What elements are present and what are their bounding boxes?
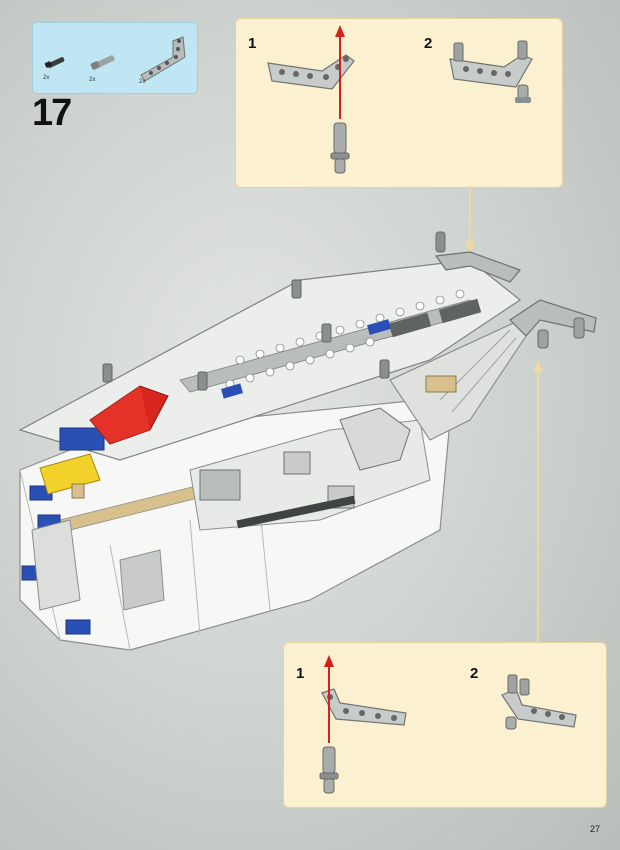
callout-connector-lines bbox=[465, 186, 543, 642]
l-beam-icon bbox=[140, 36, 186, 82]
deck-pins bbox=[102, 279, 390, 391]
callout-bottom-art bbox=[319, 655, 577, 794]
part-qty-pin: 2x bbox=[43, 75, 50, 81]
callout-top: 1 2 bbox=[235, 18, 563, 188]
axle-pin-icon bbox=[90, 55, 115, 70]
callout-bottom-beam-2 bbox=[501, 674, 577, 730]
callout-top-step-1-label: 1 bbox=[248, 35, 257, 52]
cockpit-section bbox=[39, 385, 169, 499]
callout-top-beam-2 bbox=[449, 40, 533, 103]
callout-bottom-insert-arrow bbox=[324, 655, 334, 743]
part-qty-axle-pin: 2x bbox=[89, 77, 96, 83]
pin-icon bbox=[44, 57, 65, 68]
page-number: 27 bbox=[589, 824, 600, 834]
wing-arm-assembly bbox=[389, 231, 597, 441]
callout-bottom: 1 2 bbox=[283, 642, 607, 808]
callout-top-step-2-label: 2 bbox=[424, 35, 433, 52]
step-number: 17 bbox=[32, 92, 72, 134]
upper-deck bbox=[18, 259, 522, 461]
callout-bottom-pin bbox=[319, 746, 339, 794]
callout-bottom-step-2-label: 2 bbox=[470, 665, 479, 682]
part-qty-l-beam: 2x bbox=[139, 79, 146, 85]
callout-top-insert-arrow bbox=[335, 25, 345, 119]
callout-top-art bbox=[267, 25, 533, 174]
callout-bottom-beam-1 bbox=[321, 688, 407, 726]
callout-top-pin bbox=[330, 122, 350, 174]
cabin-interior bbox=[189, 407, 431, 531]
callout-top-beam-1 bbox=[267, 54, 355, 90]
parts-list-box: 2x 2x 2x bbox=[32, 22, 198, 94]
parts-list-art bbox=[44, 36, 186, 82]
shuttle-body bbox=[19, 399, 451, 651]
callout-bottom-step-1-label: 1 bbox=[296, 665, 305, 682]
